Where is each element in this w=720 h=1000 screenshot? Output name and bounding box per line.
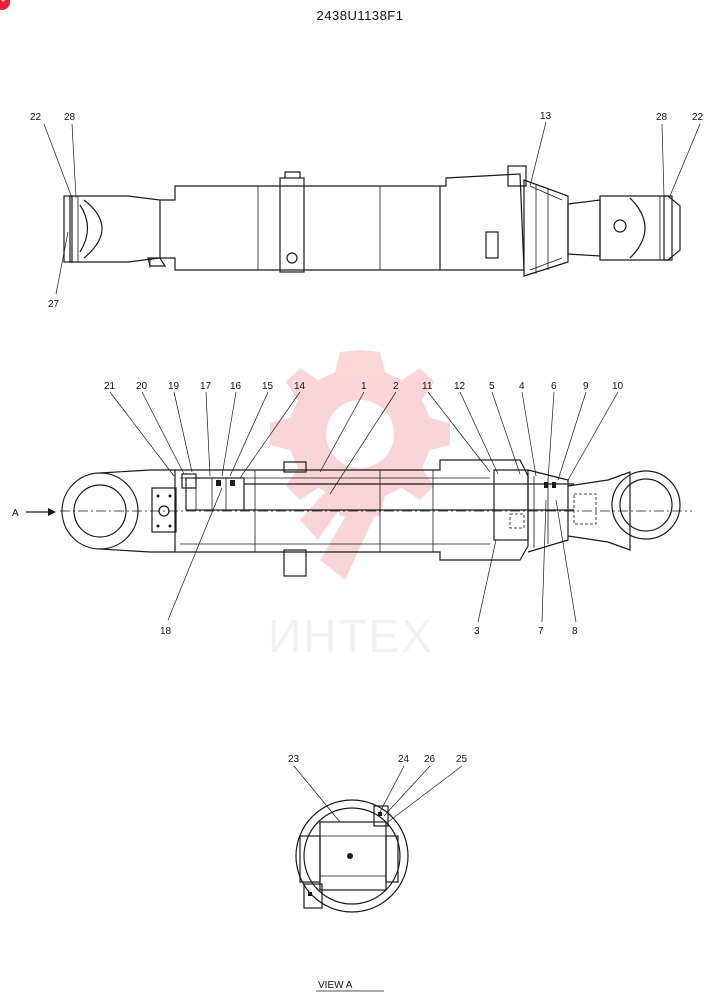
- callout-7: 7: [538, 626, 544, 637]
- drawing-number: 2438U1138F1: [316, 8, 404, 23]
- section-view-callouts: 21 20 19 17 16 15 14 1 2 11 12 5 4 6 9 1…: [104, 381, 624, 637]
- section-view-leaders: [109, 391, 619, 623]
- callout-28-right: 28: [656, 112, 668, 123]
- watermark: ИНТЕХ: [268, 350, 450, 662]
- end-view-a: [295, 799, 409, 913]
- callout-1: 1: [361, 381, 367, 392]
- watermark-gear-logo: [270, 350, 450, 580]
- callout-5: 5: [489, 381, 495, 392]
- callout-18: 18: [160, 626, 172, 637]
- callout-9: 9: [583, 381, 589, 392]
- view-a-label: VIEW A: [318, 980, 353, 991]
- callout-15: 15: [262, 381, 274, 392]
- top-view-leaders: [43, 121, 701, 295]
- callout-4: 4: [519, 381, 525, 392]
- callout-25: 25: [456, 754, 468, 765]
- callout-24: 24: [398, 754, 410, 765]
- view-arrow-label: A: [12, 508, 19, 519]
- callout-26: 26: [424, 754, 436, 765]
- callout-11: 11: [422, 381, 433, 392]
- callout-16: 16: [230, 381, 242, 392]
- end-view-leaders: [293, 765, 463, 823]
- callout-10: 10: [612, 381, 624, 392]
- corner-badge: +: [0, 0, 10, 10]
- cylinder-top-view: [63, 165, 681, 277]
- callout-19: 19: [168, 381, 180, 392]
- end-view-callouts: 23 24 26 25: [288, 754, 468, 765]
- callout-22-right: 22: [692, 112, 704, 123]
- watermark-text: ИНТЕХ: [268, 610, 434, 662]
- callout-27: 27: [48, 299, 60, 310]
- callout-3: 3: [474, 626, 480, 637]
- callout-8: 8: [572, 626, 578, 637]
- callout-2: 2: [393, 381, 399, 392]
- callout-13: 13: [540, 111, 552, 122]
- top-view-callouts: 22 28 27 13 28 22: [30, 111, 704, 310]
- callout-14: 14: [294, 381, 306, 392]
- callout-22-left: 22: [30, 112, 42, 123]
- corner-badge-glyph: +: [1, 0, 6, 5]
- callout-12: 12: [454, 381, 466, 392]
- callout-23: 23: [288, 754, 300, 765]
- cylinder-section-view: [26, 459, 692, 577]
- callout-28-left: 28: [64, 112, 76, 123]
- callout-17: 17: [200, 381, 212, 392]
- callout-6: 6: [551, 381, 557, 392]
- callout-21: 21: [104, 381, 116, 392]
- callout-20: 20: [136, 381, 148, 392]
